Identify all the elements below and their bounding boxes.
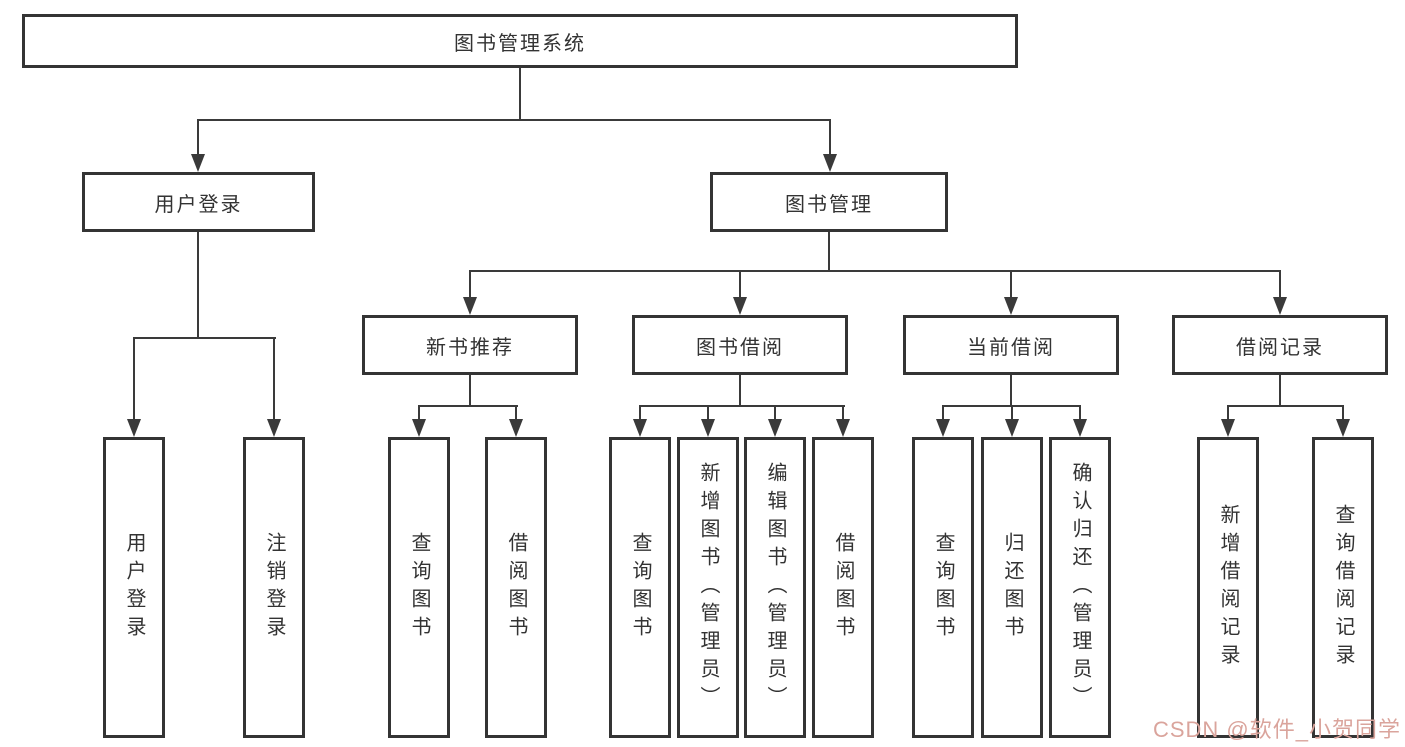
- connector-user-login-stem: [197, 119, 199, 159]
- leaf-label: 确认归还（管理员）: [1069, 461, 1091, 714]
- leaf-query-books-current: 查询图书: [912, 437, 974, 738]
- arrow-down-icon: [1073, 419, 1087, 437]
- leaf-borrow-books-recommend: 借阅图书: [485, 437, 547, 738]
- connector-level3-stem: [1010, 270, 1012, 300]
- connector-level3-stem: [739, 270, 741, 300]
- node-label: 当前借阅: [967, 336, 1055, 359]
- arrow-down-icon: [836, 419, 850, 437]
- node-book-management: 图书管理: [710, 172, 948, 232]
- node-label: 新书推荐: [426, 336, 514, 359]
- node-current-borrowing: 当前借阅: [903, 315, 1119, 375]
- arrow-down-icon: [1004, 297, 1018, 315]
- node-library-management-system: 图书管理系统: [22, 14, 1018, 68]
- arrow-down-icon: [701, 419, 715, 437]
- leaf-label: 注销登录: [263, 531, 285, 644]
- arrow-down-icon: [768, 419, 782, 437]
- connector-user-login-stub: [197, 232, 199, 339]
- leaf-query-books-recommend: 查询图书: [388, 437, 450, 738]
- node-new-book-recommend: 新书推荐: [362, 315, 578, 375]
- connector-stub: [739, 375, 741, 407]
- arrow-down-icon: [733, 297, 747, 315]
- connector-leaf-stem: [1342, 405, 1344, 425]
- connector-leaf-stem: [1011, 405, 1013, 425]
- connector-level3-stem: [469, 270, 471, 300]
- connector-user-login-bar: [133, 337, 276, 339]
- connector-level3-stem: [1279, 270, 1281, 300]
- arrow-down-icon: [509, 419, 523, 437]
- node-label: 用户登录: [154, 193, 243, 216]
- connector-stub: [1010, 375, 1012, 407]
- connector-root-stub: [519, 68, 521, 120]
- leaf-edit-book-admin: 编辑图书（管理员）: [744, 437, 806, 738]
- arrow-down-icon: [1336, 419, 1350, 437]
- connector-leaf-stem: [515, 405, 517, 425]
- connector-bar: [1227, 405, 1344, 407]
- leaf-label: 编辑图书（管理员）: [764, 461, 786, 714]
- connector-leaf-stem: [273, 337, 275, 425]
- node-book-borrowing: 图书借阅: [632, 315, 848, 375]
- arrow-down-icon: [633, 419, 647, 437]
- arrow-down-icon: [1221, 419, 1235, 437]
- node-user-login: 用户登录: [82, 172, 315, 232]
- arrow-down-icon: [267, 419, 281, 437]
- leaf-label: 借阅图书: [832, 531, 854, 644]
- leaf-label: 查询图书: [932, 531, 954, 644]
- arrow-down-icon: [463, 297, 477, 315]
- arrow-down-icon: [412, 419, 426, 437]
- leaf-label: 查询图书: [629, 531, 651, 644]
- connector-book-mgmt-bar: [469, 270, 1281, 272]
- connector-book-mgmt-stub: [828, 232, 830, 272]
- leaf-label: 新增借阅记录: [1217, 503, 1239, 672]
- leaf-return-books: 归还图书: [981, 437, 1043, 738]
- leaf-label: 新增图书（管理员）: [697, 461, 719, 714]
- connector-leaf-stem: [639, 405, 641, 425]
- connector-leaf-stem: [707, 405, 709, 425]
- arrow-down-icon: [127, 419, 141, 437]
- node-label: 借阅记录: [1236, 336, 1324, 359]
- leaf-label: 借阅图书: [505, 531, 527, 644]
- connector-stub: [1279, 375, 1281, 407]
- connector-leaf-stem: [1227, 405, 1229, 425]
- connector-leaf-stem: [133, 337, 135, 425]
- connector-book-mgmt-stem: [829, 119, 831, 159]
- connector-root-bar: [197, 119, 831, 121]
- node-borrowing-records: 借阅记录: [1172, 315, 1388, 375]
- connector-bar: [418, 405, 518, 407]
- connector-stub: [469, 375, 471, 407]
- arrow-down-icon: [936, 419, 950, 437]
- leaf-logout: 注销登录: [243, 437, 305, 738]
- leaf-add-borrow-record: 新增借阅记录: [1197, 437, 1259, 738]
- arrow-down-icon: [1273, 297, 1287, 315]
- leaf-confirm-return-admin: 确认归还（管理员）: [1049, 437, 1111, 738]
- leaf-label: 用户登录: [123, 531, 145, 644]
- leaf-label: 归还图书: [1001, 531, 1023, 644]
- node-label: 图书借阅: [696, 336, 784, 359]
- leaf-label: 查询借阅记录: [1332, 503, 1354, 672]
- leaf-query-books-borrowing: 查询图书: [609, 437, 671, 738]
- arrow-down-icon: [191, 154, 205, 172]
- connector-leaf-stem: [418, 405, 420, 425]
- node-label: 图书管理: [785, 193, 873, 216]
- connector-leaf-stem: [842, 405, 844, 425]
- connector-bar: [639, 405, 845, 407]
- arrow-down-icon: [823, 154, 837, 172]
- leaf-user-login: 用户登录: [103, 437, 165, 738]
- node-label: 图书管理系统: [454, 32, 586, 55]
- leaf-add-book-admin: 新增图书（管理员）: [677, 437, 739, 738]
- leaf-borrow-books: 借阅图书: [812, 437, 874, 738]
- arrow-down-icon: [1005, 419, 1019, 437]
- connector-leaf-stem: [1079, 405, 1081, 425]
- connector-leaf-stem: [942, 405, 944, 425]
- connector-leaf-stem: [774, 405, 776, 425]
- leaf-query-borrow-record: 查询借阅记录: [1312, 437, 1374, 738]
- leaf-label: 查询图书: [408, 531, 430, 644]
